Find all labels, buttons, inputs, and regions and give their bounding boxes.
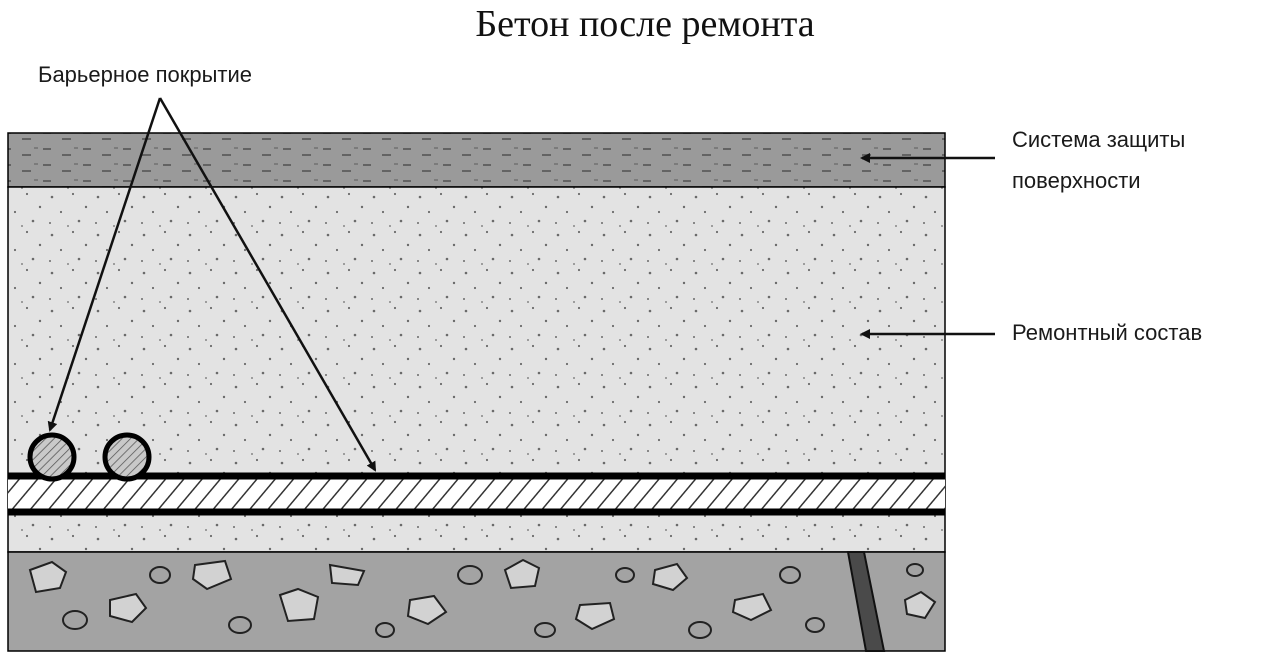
repair-compound-label: Ремонтный состав <box>1012 320 1202 345</box>
barrier-coating-arrow-to-bar <box>158 97 377 472</box>
reinforcement-bar <box>8 472 945 516</box>
barrier-coating-label: Барьерное покрытие <box>38 62 252 87</box>
rebar-cross-section-1 <box>27 432 77 482</box>
diagram-title: Бетон после ремонта <box>475 3 814 45</box>
barrier-coating-arrow-to-ball <box>47 97 162 432</box>
surface-protection-label-line2: поверхности <box>1012 168 1141 193</box>
rebar-cross-section-2 <box>102 432 152 482</box>
surface-protection-layer <box>7 132 946 188</box>
concrete-substrate <box>7 551 946 652</box>
substrate-crack <box>846 551 886 652</box>
surface-protection-label-line1: Система защиты <box>1012 127 1185 152</box>
